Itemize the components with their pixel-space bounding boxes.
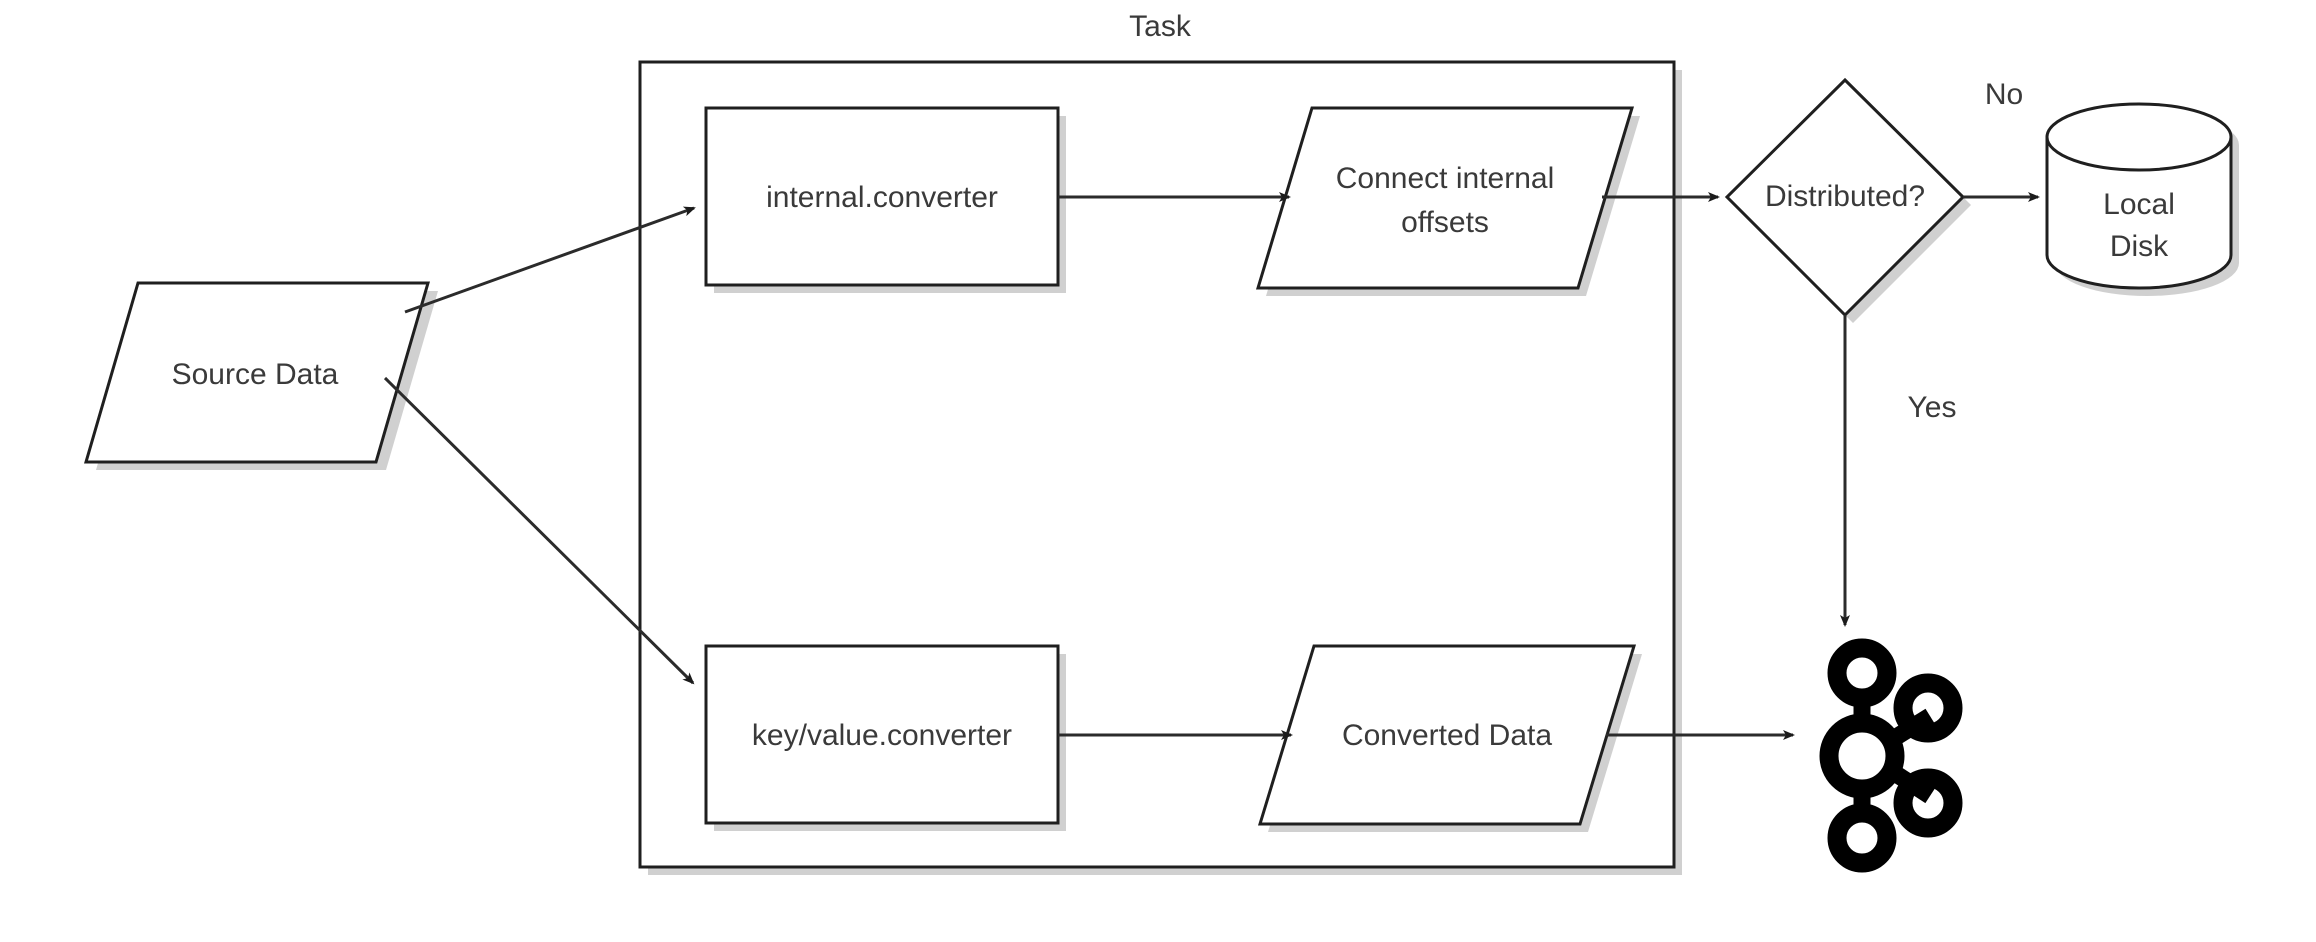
node-local-disk-label-line2: Disk xyxy=(2110,230,2169,263)
node-key-value-converter-label: key/value.converter xyxy=(752,719,1012,752)
edge-source-to-internal-converter xyxy=(404,206,696,314)
node-internal-converter-label: internal.converter xyxy=(766,181,998,214)
kafka-logo-icon xyxy=(1819,638,1963,873)
node-distributed-decision-label: Distributed? xyxy=(1765,180,1925,213)
node-connect-internal-offsets[interactable] xyxy=(1255,106,1640,296)
node-connect-internal-offsets-label-line2: offsets xyxy=(1401,206,1489,239)
node-local-disk-label-line1: Local xyxy=(2103,188,2175,221)
edge-label-no: No xyxy=(1985,78,2023,111)
node-internal-converter[interactable] xyxy=(704,106,1066,293)
edge-source-to-key-value-converter xyxy=(383,376,695,685)
edge-label-yes: Yes xyxy=(1908,391,1957,424)
node-converted-data[interactable] xyxy=(1257,644,1642,832)
node-source-data[interactable] xyxy=(84,281,438,470)
node-connect-internal-offsets-label-line1: Connect internal xyxy=(1336,162,1554,195)
node-key-value-converter[interactable] xyxy=(704,644,1066,831)
task-container-label: Task xyxy=(1129,10,1192,43)
node-source-data-label: Source Data xyxy=(172,358,339,391)
node-local-disk[interactable] xyxy=(2045,102,2239,296)
node-converted-data-label: Converted Data xyxy=(1342,719,1552,752)
